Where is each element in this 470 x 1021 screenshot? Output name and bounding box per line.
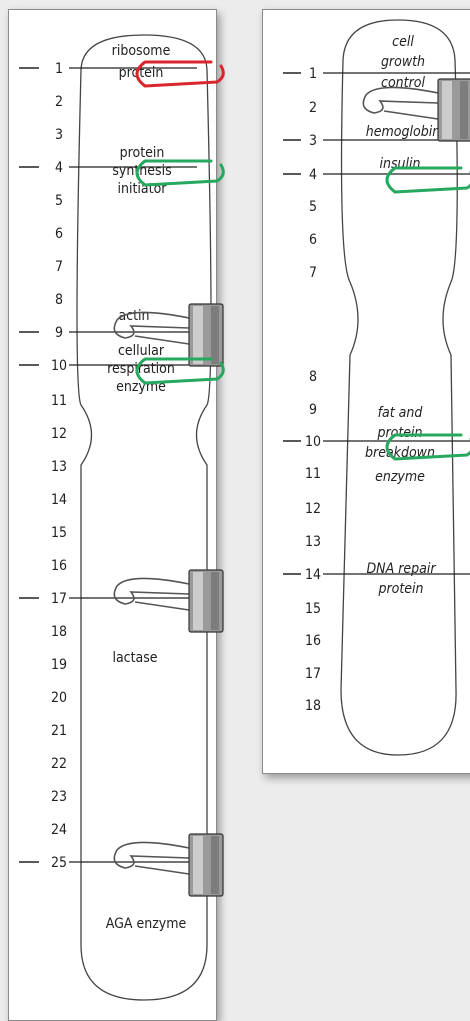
gene-labels: ribosomeproteinproteinsynthesisinitiator… xyxy=(106,43,187,932)
position-number: 18 xyxy=(51,624,67,640)
gene-label: ribosome xyxy=(112,43,171,59)
position-number: 5 xyxy=(309,199,317,215)
position-number: 7 xyxy=(309,265,317,281)
position-number: 5 xyxy=(55,193,63,209)
position-number: 21 xyxy=(51,723,67,739)
gene-label: cellular xyxy=(118,343,165,359)
position-number: 9 xyxy=(309,402,317,418)
gene-label: lactase xyxy=(112,650,157,666)
position-number: 23 xyxy=(51,789,67,805)
position-number: 25 xyxy=(51,855,67,871)
position-number: 19 xyxy=(51,657,67,673)
position-number: 12 xyxy=(51,426,67,442)
position-number: 12 xyxy=(305,501,321,517)
position-number: 3 xyxy=(55,127,63,143)
position-number: 2 xyxy=(309,100,317,116)
gene-label: protein xyxy=(120,145,165,161)
position-number: 4 xyxy=(55,160,63,176)
position-number: 2 xyxy=(55,94,63,110)
chromosome-left-diagram: 1234567891011121314151617181920212223242… xyxy=(9,10,216,1020)
position-number: 15 xyxy=(51,525,67,541)
position-number: 16 xyxy=(305,633,321,649)
position-number: 17 xyxy=(305,666,321,682)
position-number: 6 xyxy=(309,232,317,248)
position-number: 8 xyxy=(55,292,63,308)
gene-label: cell xyxy=(392,34,414,50)
gene-label: AGA enzyme xyxy=(106,916,187,932)
gene-label: hemoglobin xyxy=(366,124,440,140)
position-number: 8 xyxy=(309,369,317,385)
gene-label: protein xyxy=(376,425,422,441)
position-number: 22 xyxy=(51,756,67,772)
position-number: 9 xyxy=(55,325,63,341)
binder-clip-icon xyxy=(114,834,223,896)
gene-label: growth xyxy=(381,54,425,70)
position-number: 13 xyxy=(305,534,321,550)
gene-label: DNA repair xyxy=(366,561,436,577)
gene-label: fat and xyxy=(378,405,424,421)
position-number: 14 xyxy=(305,567,321,583)
position-number: 13 xyxy=(51,459,67,475)
position-number: 4 xyxy=(309,167,317,183)
position-number: 17 xyxy=(51,591,67,607)
gene-label: protein xyxy=(377,581,423,597)
position-number: 10 xyxy=(51,358,67,374)
position-number: 10 xyxy=(305,434,321,450)
binder-clip-icon xyxy=(114,570,223,632)
position-number: 7 xyxy=(55,259,63,275)
position-number: 20 xyxy=(51,690,67,706)
position-numbers: 1234567891011121314151617181920212223242… xyxy=(51,61,67,871)
gene-label: enzyme xyxy=(375,469,425,485)
position-number: 1 xyxy=(55,61,63,77)
position-number: 24 xyxy=(51,822,67,838)
position-number: 18 xyxy=(305,698,321,714)
position-number: 6 xyxy=(55,226,63,242)
position-number: 15 xyxy=(305,601,321,617)
position-number: 14 xyxy=(51,492,67,508)
position-number: 1 xyxy=(309,66,317,82)
position-number: 16 xyxy=(51,558,67,574)
gene-label: insulin xyxy=(379,156,420,172)
gene-lines xyxy=(19,68,197,862)
position-number: 11 xyxy=(305,466,321,482)
position-number: 3 xyxy=(309,133,317,149)
position-number: 11 xyxy=(51,393,67,409)
